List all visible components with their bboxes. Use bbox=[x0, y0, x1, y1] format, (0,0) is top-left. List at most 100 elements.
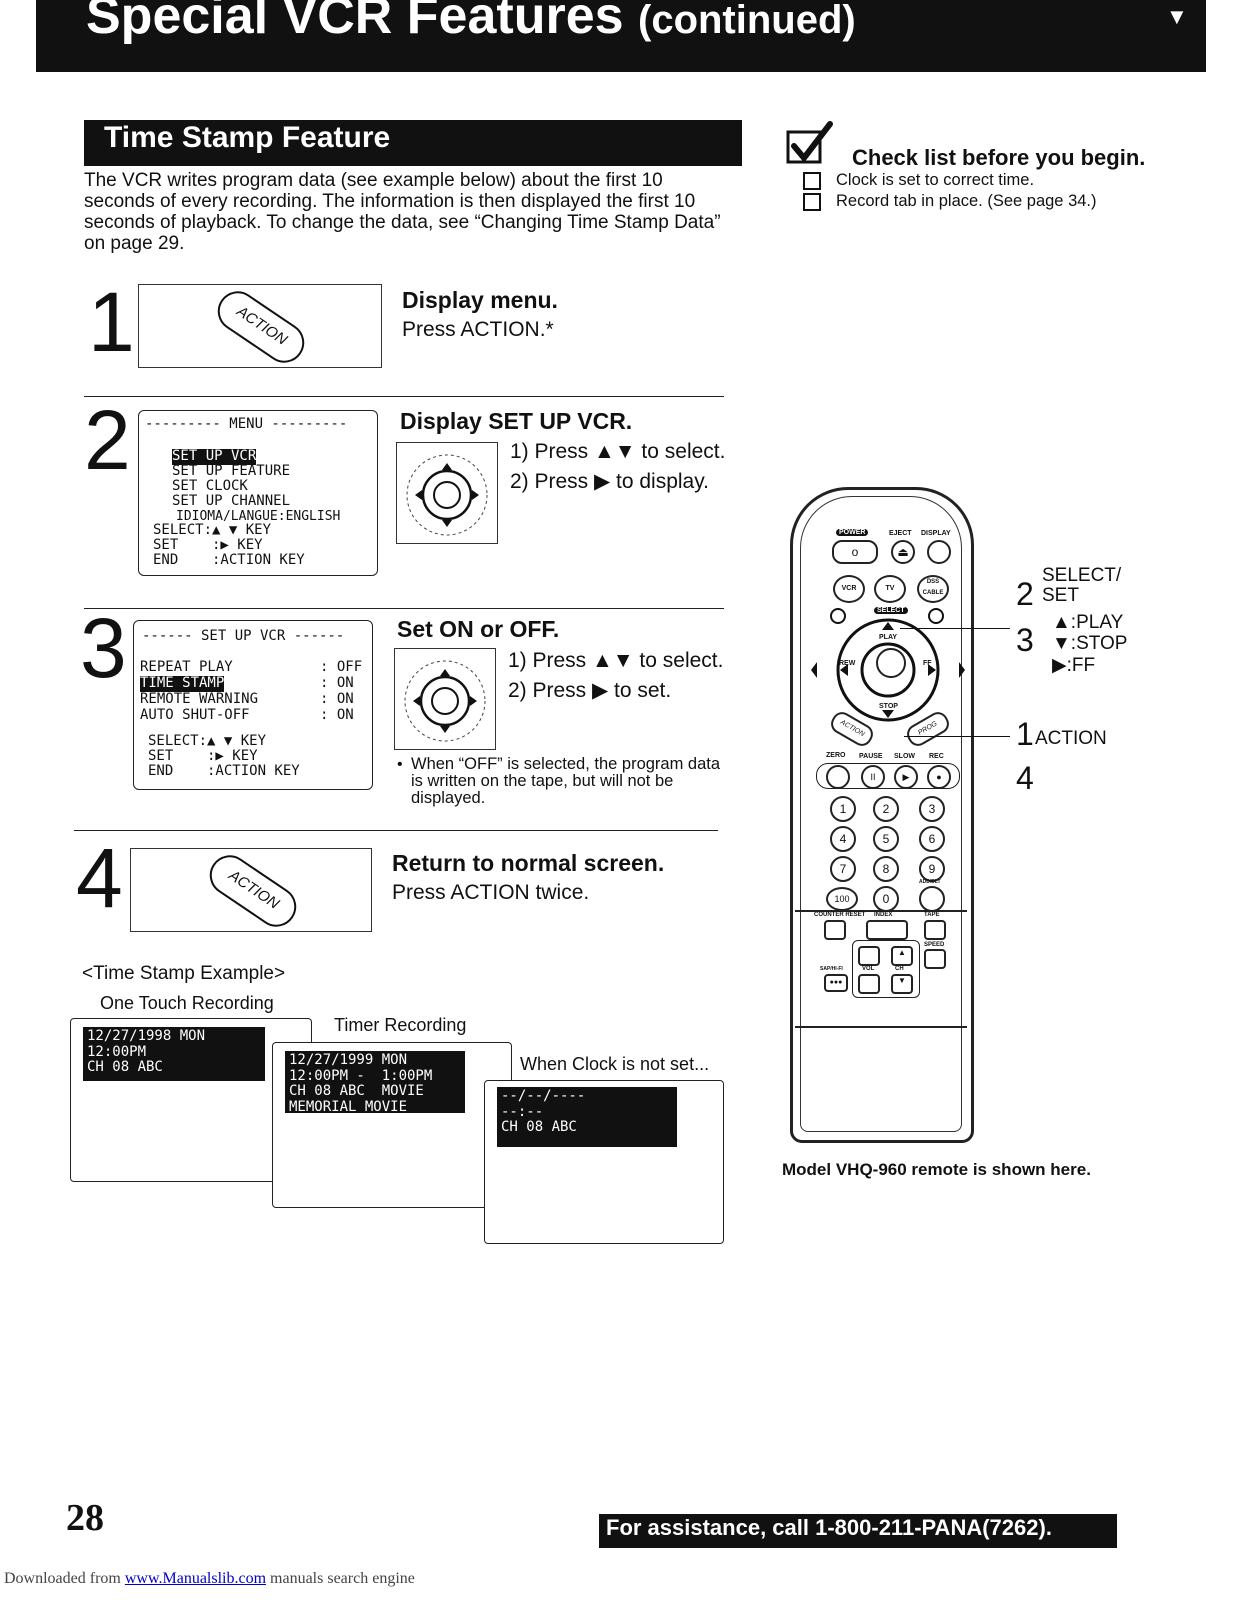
decorative-mark: ▼ bbox=[1166, 4, 1188, 29]
menu-screen: --------- MENU --------- SET UP VCR SET … bbox=[138, 410, 378, 576]
setup-title: ------ SET UP VCR ------ bbox=[142, 628, 345, 644]
ch-up-button[interactable]: ▲ bbox=[891, 946, 913, 966]
tape-label: TAPE bbox=[924, 912, 940, 918]
add-delete-button[interactable] bbox=[919, 886, 945, 912]
stamp-line: 12:00PM bbox=[87, 1043, 147, 1060]
number-button-8[interactable]: 8 bbox=[873, 856, 899, 882]
zero-label: ZERO bbox=[826, 752, 846, 759]
slow-label: SLOW bbox=[894, 753, 915, 760]
number-button-4[interactable]: 4 bbox=[830, 826, 856, 852]
vol-up-button[interactable] bbox=[858, 946, 880, 966]
stamp-clock-not-set: --/--/---- --:-- CH 08 ABC bbox=[497, 1087, 677, 1147]
tv-button[interactable]: TV bbox=[874, 575, 906, 603]
checklist-title: Check list before you begin. bbox=[852, 145, 1146, 170]
eject-button[interactable]: ⏏ bbox=[891, 540, 915, 564]
number-button-7[interactable]: 7 bbox=[830, 856, 856, 882]
speed-button[interactable] bbox=[924, 949, 946, 969]
callout-stop: ▼:STOP bbox=[1052, 633, 1128, 654]
remote-divider bbox=[795, 910, 967, 912]
rec-label: REC bbox=[929, 753, 944, 760]
stamp-line: 12/27/1999 MON bbox=[289, 1052, 408, 1068]
vol-down-button[interactable] bbox=[858, 974, 880, 994]
bullet: • bbox=[397, 756, 403, 773]
divider bbox=[74, 830, 718, 831]
menu-item-set-up-channel: SET UP CHANNEL bbox=[172, 493, 291, 509]
callout-line bbox=[904, 736, 1010, 737]
callout-select-set: SELECT/ SET bbox=[1042, 565, 1122, 606]
counter-reset-label: COUNTER RESET bbox=[814, 912, 866, 918]
step-4-text: Press ACTION twice. bbox=[392, 881, 590, 904]
setup-key-select: SELECT:▲ ▼ KEY bbox=[148, 733, 267, 749]
stamp-line: CH 08 ABC MOVIE bbox=[289, 1083, 424, 1099]
number-button-2[interactable]: 2 bbox=[873, 796, 899, 822]
intro-paragraph: The VCR writes program data (see example… bbox=[84, 170, 721, 254]
sap-hifi-button[interactable]: ●●● bbox=[824, 974, 848, 992]
power-button[interactable]: o bbox=[832, 540, 878, 564]
zero-button[interactable] bbox=[826, 765, 850, 789]
remote-caption: Model VHQ-960 remote is shown here. bbox=[782, 1160, 1091, 1179]
menu-item-set-clock: SET CLOCK bbox=[172, 478, 248, 494]
menu-item-set-up-feature: SET UP FEATURE bbox=[172, 463, 291, 479]
ff-label: FF bbox=[923, 660, 932, 667]
dss-cable-button[interactable]: DSS CABLE bbox=[917, 575, 949, 603]
center-select-button[interactable] bbox=[876, 648, 906, 678]
number-button-5[interactable]: 5 bbox=[873, 826, 899, 852]
setup-row-value: : ON bbox=[320, 691, 354, 707]
display-label: DISPLAY bbox=[921, 530, 951, 537]
assistance-text: For assistance, call 1-800-211-PANA(7262… bbox=[606, 1515, 1052, 1540]
number-button-0[interactable]: 0 bbox=[873, 886, 899, 912]
stamp-line: CH 08 ABC bbox=[87, 1059, 163, 1075]
menu-key-end: END :ACTION KEY bbox=[153, 552, 305, 568]
screen-one-touch: 12/27/1998 MON 12:00PM CH 08 ABC bbox=[70, 1018, 312, 1182]
setup-row-value: : OFF bbox=[320, 659, 363, 675]
number-button-100[interactable]: 100 bbox=[826, 887, 858, 911]
dpad-illustration bbox=[394, 648, 496, 750]
number-button-3[interactable]: 3 bbox=[919, 796, 945, 822]
assistance-bar bbox=[599, 1514, 1117, 1548]
step-1-number: 1 bbox=[88, 275, 135, 369]
counter-reset-button[interactable] bbox=[824, 920, 846, 940]
source-prefix: Downloaded from bbox=[4, 1570, 125, 1587]
checkbox-record-tab[interactable] bbox=[803, 193, 821, 211]
setup-row-label: REPEAT PLAY bbox=[140, 659, 233, 675]
ch-down-button[interactable]: ▼ bbox=[891, 974, 913, 994]
step-2-instruction-1: 1) Press ▲▼ to select. bbox=[510, 440, 726, 463]
step-3-instruction-1: 1) Press ▲▼ to select. bbox=[508, 649, 724, 672]
vcr-button[interactable]: VCR bbox=[833, 575, 865, 603]
checkbox-clock[interactable] bbox=[803, 172, 821, 190]
pause-button[interactable]: II bbox=[861, 765, 885, 789]
source-footer: Downloaded from www.Manualslib.com manua… bbox=[4, 1570, 415, 1588]
step-1-heading: Display menu. bbox=[402, 287, 558, 313]
step-3-instruction-2: 2) Press ▶ to set. bbox=[508, 679, 672, 702]
rew-label: REW bbox=[839, 660, 856, 667]
step-1-image: ACTION bbox=[138, 283, 382, 371]
example-label-timer: Timer Recording bbox=[334, 1015, 467, 1035]
checkmark-icon bbox=[786, 121, 833, 164]
source-suffix: manuals search engine bbox=[266, 1570, 415, 1587]
slow-button[interactable]: ▶ bbox=[894, 765, 918, 789]
step-3-note: When “OFF” is selected, the program data… bbox=[411, 755, 721, 807]
tape-button[interactable] bbox=[924, 920, 946, 940]
menu-key-select: SELECT:▲ ▼ KEY bbox=[153, 522, 272, 538]
setup-vcr-screen: ------ SET UP VCR ------ REPEAT PLAY : O… bbox=[133, 620, 373, 790]
number-button-6[interactable]: 6 bbox=[919, 826, 945, 852]
callout-step-3-number: 3 bbox=[1016, 622, 1034, 658]
rec-button[interactable]: ● bbox=[927, 765, 951, 789]
setup-row-label: REMOTE WARNING bbox=[140, 691, 259, 707]
number-button-1[interactable]: 1 bbox=[830, 796, 856, 822]
example-title: <Time Stamp Example> bbox=[82, 963, 286, 984]
step-3-heading: Set ON or OFF. bbox=[397, 616, 560, 642]
setup-key-end: END :ACTION KEY bbox=[148, 763, 300, 779]
setup-key-set: SET :▶ KEY bbox=[148, 748, 258, 764]
section-title-bar bbox=[84, 120, 742, 166]
stamp-line: --/--/---- bbox=[501, 1088, 586, 1104]
callout-ff: ▶:FF bbox=[1052, 655, 1096, 676]
checklist-item-record-tab: Record tab in place. (See page 34.) bbox=[836, 192, 1097, 210]
number-button-9[interactable]: 9 bbox=[919, 856, 945, 882]
dpad-illustration bbox=[396, 442, 498, 544]
manualslib-link[interactable]: www.Manualslib.com bbox=[124, 1570, 267, 1587]
header-bar bbox=[36, 0, 1206, 72]
display-button[interactable] bbox=[927, 540, 951, 564]
index-button[interactable] bbox=[866, 920, 908, 940]
select-label: SELECT bbox=[874, 607, 908, 614]
